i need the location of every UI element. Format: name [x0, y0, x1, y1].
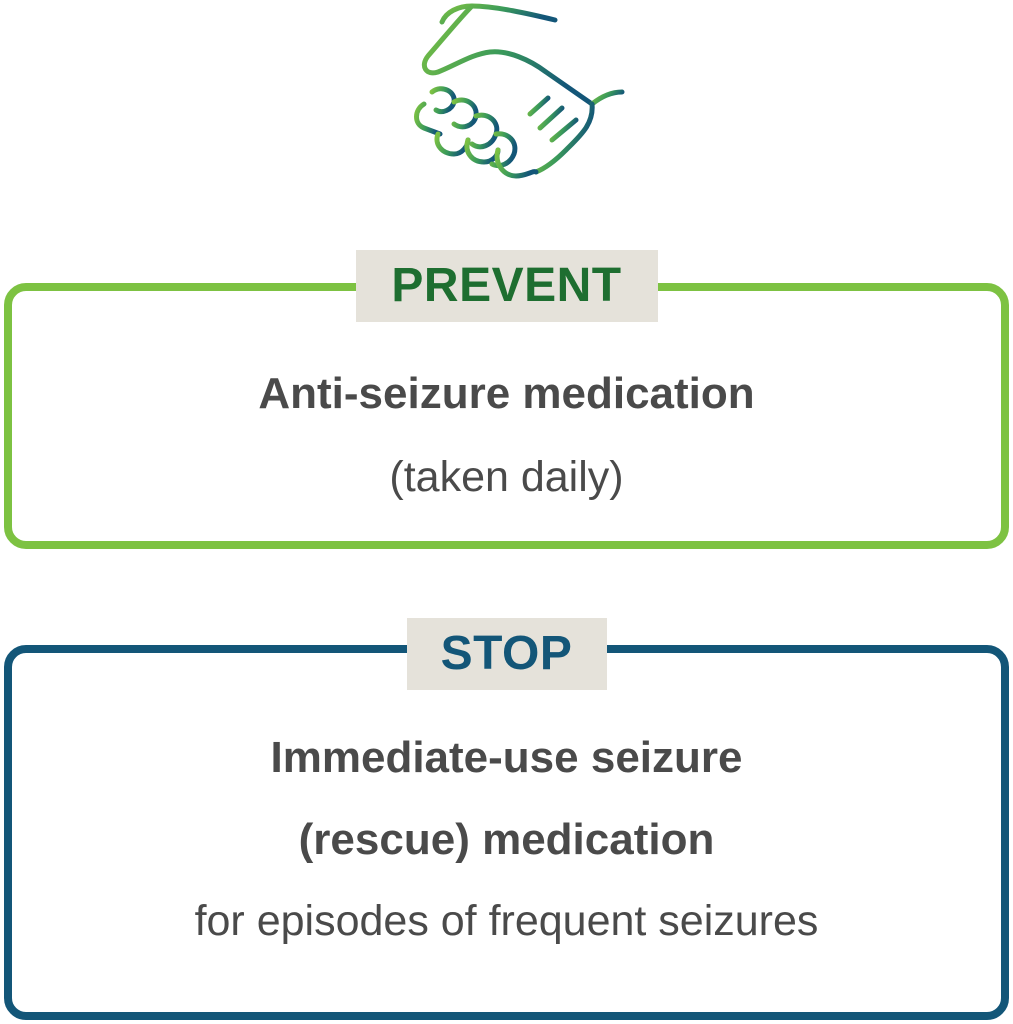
- prevent-label: PREVENT: [355, 250, 658, 322]
- stop-card: STOP Immediate-use seizure (rescue) medi…: [4, 618, 1009, 1020]
- stop-title-line-1: Immediate-use seizure: [270, 733, 743, 782]
- prevent-subtitle: (taken daily): [389, 453, 624, 501]
- handshake-icon: [387, 3, 625, 179]
- stop-label: STOP: [406, 618, 607, 690]
- prevent-card: PREVENT Anti-seizure medication (taken d…: [4, 250, 1009, 549]
- stop-subtitle: for episodes of frequent seizures: [194, 897, 819, 945]
- prevent-title: Anti-seizure medication: [258, 369, 755, 418]
- stop-title-line-2: (rescue) medication: [298, 815, 715, 864]
